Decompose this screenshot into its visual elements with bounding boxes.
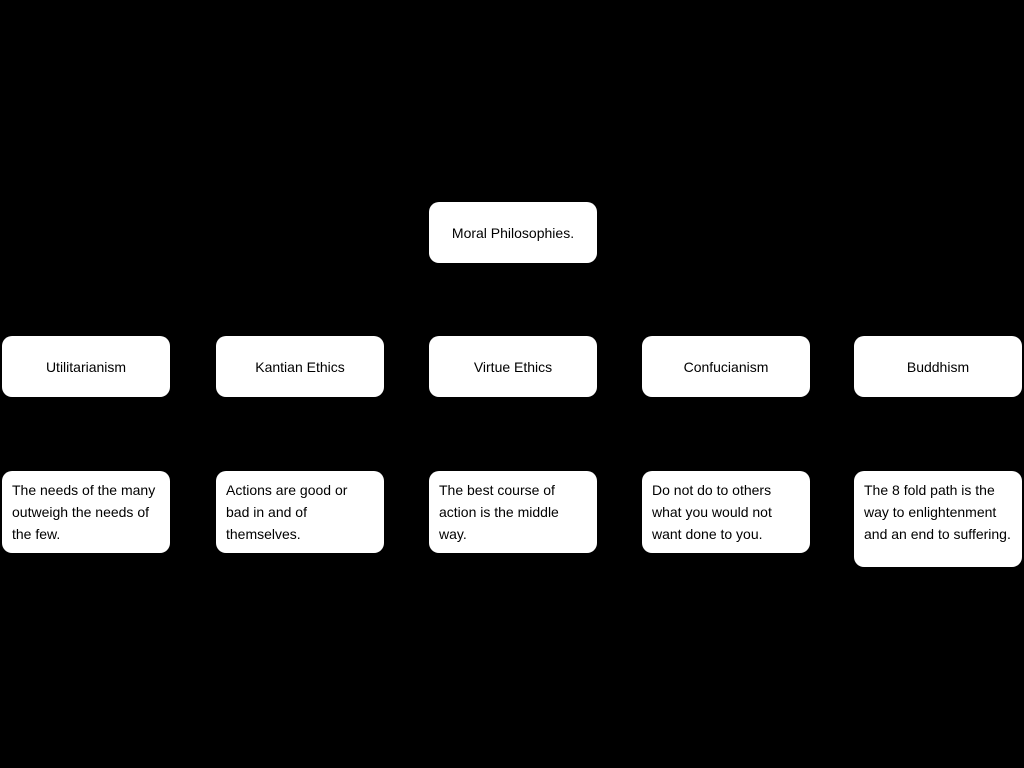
node-confucianism: Confucianism [642,336,810,397]
node-label: Virtue Ethics [473,358,553,375]
description-text: The 8 fold path is the way to enlightenm… [864,482,1011,542]
description-node-utilitarianism: The needs of the many outweigh the needs… [2,471,170,553]
description-node-kantian-ethics: Actions are good or bad in and of themse… [216,471,384,553]
node-label: Utilitarianism [45,358,127,375]
node-buddhism: Buddhism [854,336,1022,397]
description-text: Actions are good or bad in and of themse… [226,482,348,542]
description-text: The best course of action is the middle … [439,482,559,542]
description-text: The needs of the many outweigh the needs… [12,482,156,542]
node-kantian-ethics: Kantian Ethics [216,336,384,397]
root-node-moral-philosophies: Moral Philosophies. [429,202,597,263]
node-label: Buddhism [906,358,970,375]
description-node-buddhism: The 8 fold path is the way to enlightenm… [854,471,1022,567]
node-virtue-ethics: Virtue Ethics [429,336,597,397]
root-node-label: Moral Philosophies. [451,224,575,241]
node-utilitarianism: Utilitarianism [2,336,170,397]
description-text: Do not do to others what you would not w… [652,482,772,542]
node-label: Confucianism [683,358,769,375]
description-node-confucianism: Do not do to others what you would not w… [642,471,810,553]
node-label: Kantian Ethics [255,358,345,375]
description-node-virtue-ethics: The best course of action is the middle … [429,471,597,553]
